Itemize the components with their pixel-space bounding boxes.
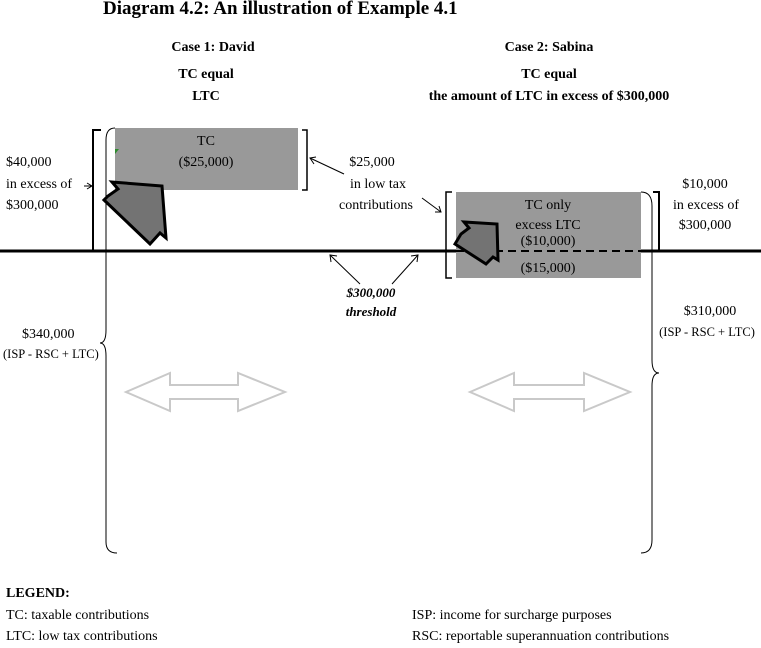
case2-excess-label-2: in excess of xyxy=(672,198,740,213)
case2-box-lower-label: ($15,000) xyxy=(520,261,576,276)
case1-excess-label-3: $300,000 xyxy=(6,198,59,213)
case2-subheading-1: TC equal xyxy=(521,67,577,82)
case2-left-bracket xyxy=(445,191,452,279)
case2-total-label-1: $310,000 xyxy=(683,304,737,319)
legend-heading: LEGEND: xyxy=(6,586,70,601)
case1-box-label-1: TC xyxy=(197,134,215,149)
ltc-label-3: contributions xyxy=(339,198,413,213)
case2-box-label-3: ($10,000) xyxy=(520,234,576,249)
legend-ltc: LTC: low tax contributions xyxy=(6,629,158,644)
case2-subheading-2: the amount of LTC in excess of $300,000 xyxy=(428,89,670,104)
case1-block-arrow xyxy=(101,180,168,247)
diagram-title: Diagram 4.2: An illustration of Example … xyxy=(103,0,458,19)
case1-tc-box xyxy=(115,128,298,190)
green-marker xyxy=(115,149,119,154)
case1-subheading-2: LTC xyxy=(192,89,220,104)
case1-double-arrow xyxy=(123,371,288,413)
case2-excess-label-3: $300,000 xyxy=(678,218,732,233)
case2-box-label-1: TC only xyxy=(524,198,572,213)
case1-total-label-1: $340,000 xyxy=(22,327,75,342)
case2-long-brace xyxy=(640,191,660,554)
case1-upper-bracket xyxy=(92,129,101,252)
case1-box-bracket xyxy=(302,129,308,191)
case1-total-label-2: (ISP - RSC + LTC) xyxy=(3,347,99,361)
ltc-arrow-1 xyxy=(309,157,345,175)
threshold-arrow-right xyxy=(391,254,419,285)
case1-box-label-2: ($25,000) xyxy=(178,155,234,170)
case2-excess-label-1: $10,000 xyxy=(682,177,728,192)
threshold-label-2: threshold xyxy=(345,304,397,319)
ltc-arrow-2 xyxy=(421,197,442,213)
case2-double-arrow xyxy=(467,371,633,413)
ltc-label-2: in low tax xyxy=(350,177,406,192)
case2-heading: Case 2: Sabina xyxy=(504,40,594,55)
threshold-label-1: $300,000 xyxy=(346,285,396,300)
ltc-label-1: $25,000 xyxy=(349,155,395,170)
case2-upper-bracket xyxy=(653,191,660,252)
case1-subheading-1: TC equal xyxy=(178,67,234,82)
case1-excess-label-1: $40,000 xyxy=(6,155,52,170)
case2-box-label-2: excess LTC xyxy=(515,218,581,233)
case2-block-arrow xyxy=(452,220,500,266)
case1-excess-label-2: in excess of xyxy=(6,177,73,192)
case1-heading: Case 1: David xyxy=(171,40,255,55)
threshold-arrow-left xyxy=(329,254,361,285)
legend-rsc: RSC: reportable superannuation contribut… xyxy=(412,629,670,644)
legend-isp: ISP: income for surcharge purposes xyxy=(412,608,612,623)
case1-long-brace xyxy=(99,127,118,554)
case2-total-label-2: (ISP - RSC + LTC) xyxy=(659,325,755,339)
legend-tc: TC: taxable contributions xyxy=(6,608,150,623)
